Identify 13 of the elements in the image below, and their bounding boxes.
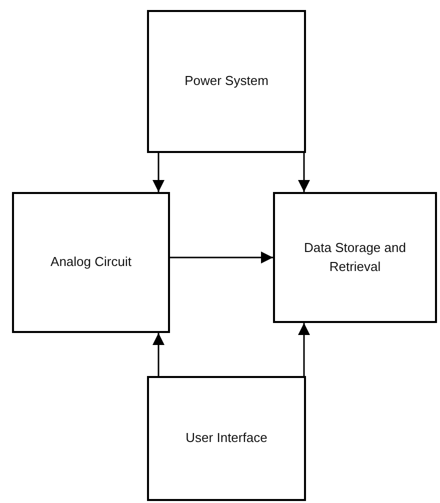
arrow [298, 153, 310, 192]
process-box [12, 192, 170, 333]
arrow [298, 323, 310, 376]
process-box [147, 10, 306, 153]
arrow [170, 252, 273, 264]
arrow [152, 153, 164, 192]
box-label: Power System [184, 72, 270, 90]
box-label: Analog Circuit [50, 253, 132, 272]
process-box [147, 376, 306, 501]
box-label: Data Storage and Retrieval [303, 239, 407, 276]
arrow [152, 333, 164, 376]
box-label: User Interface [184, 429, 268, 448]
process-box [273, 192, 437, 323]
